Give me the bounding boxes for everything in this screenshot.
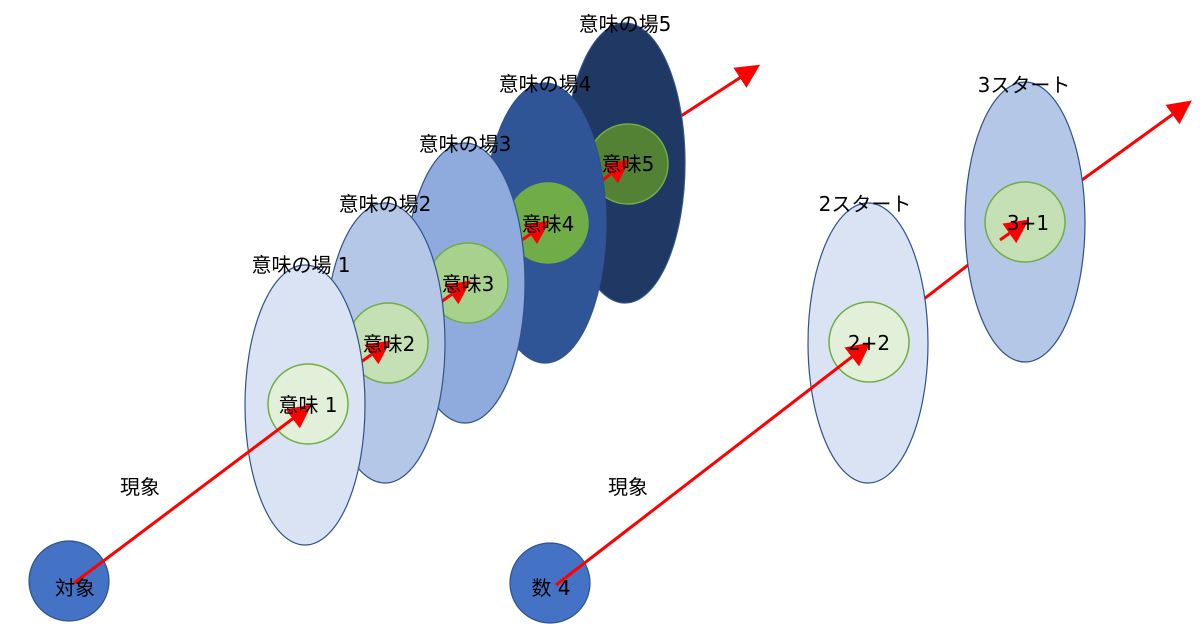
right-phenomenon-label: 現象 xyxy=(608,475,648,499)
right-main-arrow xyxy=(555,342,871,587)
left-object xyxy=(28,540,110,622)
meaning-label: 意味2 xyxy=(363,332,416,356)
sum-2-2-label: 2+2 xyxy=(848,331,890,355)
meaning-label: 意味3 xyxy=(442,272,495,296)
field-label: 意味の場4 xyxy=(499,72,592,96)
object-circle xyxy=(28,540,110,622)
meaning-1-label: 意味 1 xyxy=(278,393,337,417)
segment-arrow xyxy=(440,280,471,305)
right-object xyxy=(509,542,591,624)
field-label: 3スタート xyxy=(978,73,1071,97)
segment-arrow xyxy=(599,159,630,184)
meaning-label: 意味5 xyxy=(602,152,655,176)
right-field-3-start: 3+1 3スタート xyxy=(964,73,1086,363)
left-phenomenon-label: 現象 xyxy=(120,475,160,499)
field-label: 意味の場5 xyxy=(579,12,672,36)
left-main-arrow xyxy=(73,404,312,585)
field-label: 意味の場 1 xyxy=(251,253,350,277)
object-label: 対象 xyxy=(55,576,95,600)
field-label: 意味の場2 xyxy=(339,192,432,216)
meaning-label: 意味4 xyxy=(522,212,575,236)
field-label: 意味の場3 xyxy=(419,132,512,156)
object-circle xyxy=(509,542,591,624)
object-label: 数 4 xyxy=(531,576,570,600)
segment-arrow xyxy=(518,220,550,245)
right-diagram: 3+1 3スタート 2スタート 2+2 数 4 現象 xyxy=(509,73,1192,624)
segment-arrow xyxy=(999,219,1029,244)
left-diagram: 意味5 意味の場5 意味4 意味の場4 意味3 意味の場3 意味2 意味の場2 xyxy=(28,12,761,622)
sum-label: 3+1 xyxy=(1007,211,1049,235)
segment-arrow xyxy=(360,340,391,365)
field-label: 2スタート xyxy=(819,192,912,216)
